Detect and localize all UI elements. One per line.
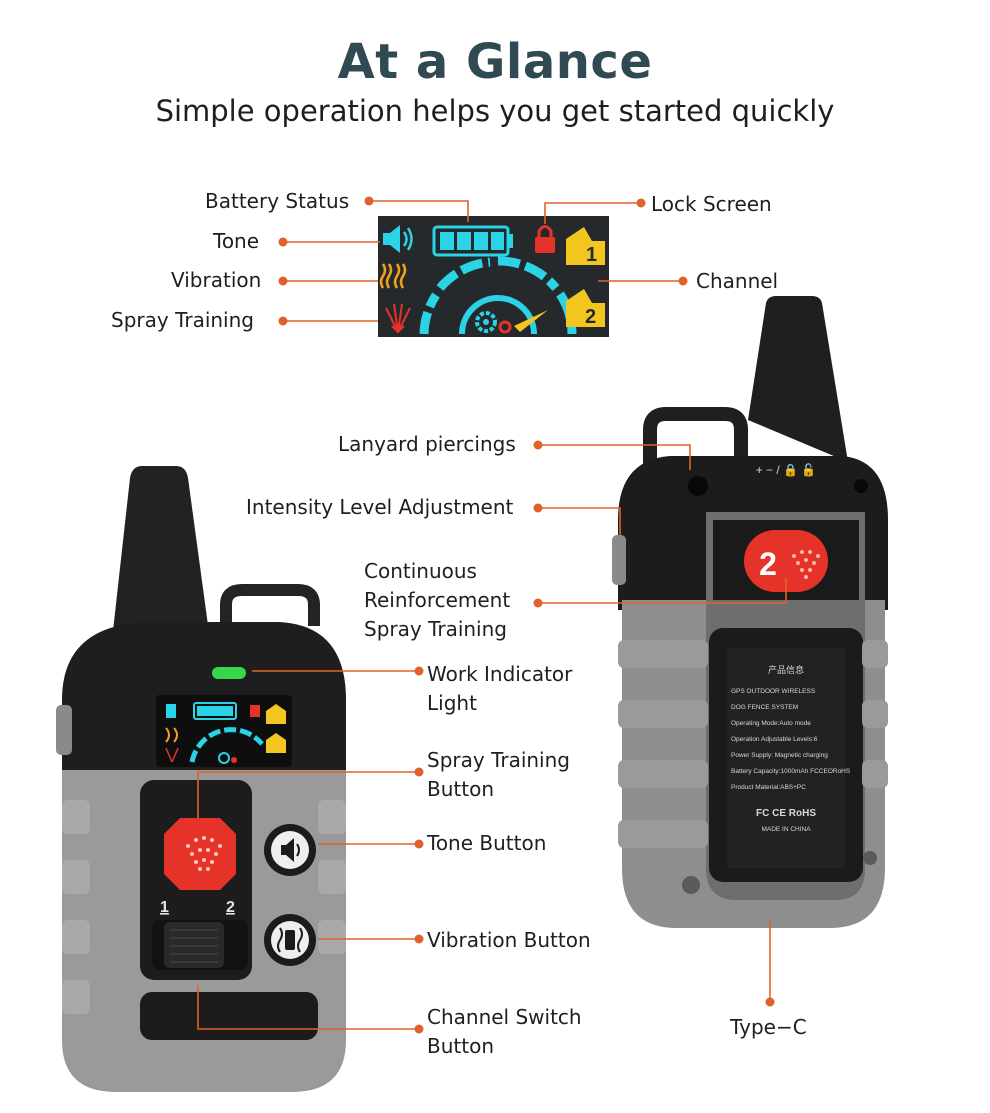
label-lock-screen: Lock Screen	[651, 192, 772, 216]
back-top-marks: + − / 🔒 🔓	[756, 463, 817, 477]
label-tone-button: Tone Button	[427, 831, 547, 855]
battery-icon	[432, 225, 513, 257]
label-intensity: Intensity Level Adjustment	[246, 495, 514, 519]
spray-training-button	[164, 818, 236, 890]
channel-badge-icon-2: 2	[566, 289, 605, 328]
front-device: 1 2	[56, 466, 346, 1092]
lock-icon	[535, 225, 555, 253]
label-work-light-1: Work Indicator	[427, 662, 573, 686]
label-work-light-2: Light	[427, 691, 477, 715]
label-vibration-button: Vibration Button	[427, 928, 591, 952]
svg-text:1: 1	[586, 244, 597, 266]
spray-icon	[385, 303, 411, 334]
vibration-button	[264, 914, 316, 966]
label-lanyard: Lanyard piercings	[338, 432, 516, 456]
svg-text:Battery Capacity:1000mAh FCCEO: Battery Capacity:1000mAh FCCEORoHS	[731, 768, 851, 775]
label-spray-button-1: Spray Training	[427, 748, 570, 772]
badge-number: 2	[759, 546, 777, 582]
svg-text:FC CE RoHS: FC CE RoHS	[756, 808, 816, 819]
callout-dots	[278, 196, 775, 1034]
gear-icon	[475, 310, 548, 334]
label-channel-switch-1: Channel Switch	[427, 1005, 582, 1029]
label-type-c: Type−C	[730, 1015, 807, 1039]
svg-text:产品信息: 产品信息	[768, 664, 804, 675]
svg-text:Product Material:ABS+PC: Product Material:ABS+PC	[731, 784, 806, 791]
channel-switch: 1 2	[152, 899, 248, 970]
label-channel-switch-2: Button	[427, 1034, 494, 1058]
svg-text:1: 1	[160, 899, 169, 916]
continuous-spray-button	[744, 530, 828, 592]
work-indicator-light	[212, 667, 246, 679]
label-spray-button-2: Button	[427, 777, 494, 801]
tone-button	[264, 824, 316, 876]
svg-text:MADE IN CHINA: MADE IN CHINA	[761, 826, 811, 833]
channel-badge-icon-1: 1	[566, 227, 605, 266]
back-device	[612, 296, 888, 928]
svg-text:DOG FENCE SYSTEM: DOG FENCE SYSTEM	[731, 704, 798, 711]
label-continuous-1: Continuous	[364, 559, 477, 583]
svg-text:2: 2	[585, 306, 596, 328]
svg-text:GPS OUTDOOR WIRELESS: GPS OUTDOOR WIRELESS	[731, 688, 816, 695]
label-continuous-3: Spray Training	[364, 617, 507, 641]
speaker-icon	[383, 225, 413, 253]
device-screen	[156, 695, 292, 767]
enlarged-screen: 1 2	[378, 216, 609, 337]
label-battery-status: Battery Status	[205, 189, 350, 213]
svg-text:2: 2	[226, 899, 235, 916]
label-channel: Channel	[696, 269, 779, 293]
svg-text:Operating Mode:Auto mode: Operating Mode:Auto mode	[731, 720, 811, 727]
label-vibration: Vibration	[171, 268, 262, 292]
label-tone: Tone	[213, 229, 260, 253]
page-title: At a Glance	[337, 34, 653, 90]
svg-text:Power Supply: Magnetic chargin: Power Supply: Magnetic charging	[731, 752, 828, 759]
page-subtitle: Simple operation helps you get started q…	[155, 94, 835, 128]
vibration-icon	[379, 263, 407, 289]
callout-lines	[197, 200, 787, 1030]
label-spray-training: Spray Training	[111, 308, 254, 332]
svg-text:Operation Adjustable Levels:6: Operation Adjustable Levels:6	[731, 736, 818, 743]
product-info-sticker: 产品信息 GPS OUTDOOR WIRELESS DOG FENCE SYST…	[731, 664, 851, 833]
label-continuous-2: Reinforcement	[364, 588, 511, 612]
